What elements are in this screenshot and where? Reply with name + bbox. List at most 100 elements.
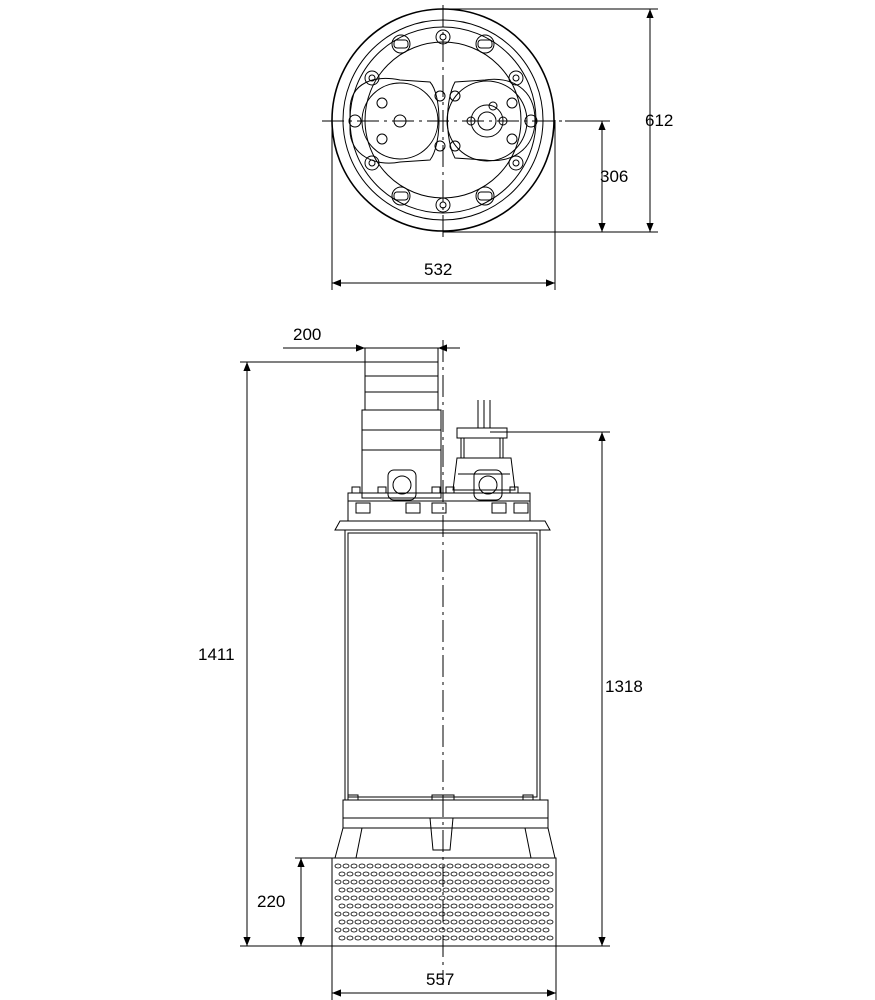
strainer-hole (447, 880, 453, 884)
strainer-hole (491, 920, 497, 924)
dim-label-outlet-width: 200 (293, 325, 322, 344)
strainer-hole (375, 928, 381, 932)
strainer-hole (379, 872, 385, 876)
strainer-hole (347, 936, 353, 940)
strainer-hole (363, 888, 369, 892)
strainer-hole (467, 888, 473, 892)
strainer-hole (439, 928, 445, 932)
strainer-hole (479, 896, 485, 900)
strainer-hole (519, 864, 525, 868)
strainer-hole (519, 928, 525, 932)
strainer-hole (471, 880, 477, 884)
strainer-hole (367, 912, 373, 916)
strainer-hole (435, 904, 441, 908)
strainer-hole (515, 888, 521, 892)
strainer-hole (391, 880, 397, 884)
strainer-hole (387, 936, 393, 940)
strainer-hole (359, 912, 365, 916)
strainer-hole (391, 896, 397, 900)
strainer-hole (467, 920, 473, 924)
strainer-hole (463, 880, 469, 884)
strainer-hole (427, 920, 433, 924)
strainer-hole (455, 864, 461, 868)
strainer-hole (531, 936, 537, 940)
strainer-hole (395, 888, 401, 892)
strainer-hole (479, 912, 485, 916)
strainer-hole (399, 912, 405, 916)
strainer-hole (427, 872, 433, 876)
strainer-hole (547, 872, 553, 876)
strainer-hole (471, 912, 477, 916)
strainer-hole (483, 888, 489, 892)
strainer-hole (527, 896, 533, 900)
strainer-hole (391, 864, 397, 868)
strainer-hole (343, 912, 349, 916)
strainer-hole (351, 864, 357, 868)
strainer-hole (535, 864, 541, 868)
strainer-hole (475, 936, 481, 940)
strainer-hole (523, 904, 529, 908)
strainer-hole (483, 920, 489, 924)
strainer-hole (415, 880, 421, 884)
strainer-hole (435, 920, 441, 924)
strainer-hole (395, 904, 401, 908)
strainer-hole (419, 904, 425, 908)
strainer-hole (395, 872, 401, 876)
strainer-hole (439, 880, 445, 884)
strainer-hole (547, 936, 553, 940)
strainer-hole (523, 920, 529, 924)
strainer-hole (523, 936, 529, 940)
strainer-hole (507, 936, 513, 940)
strainer-hole (423, 912, 429, 916)
strainer-hole (379, 936, 385, 940)
strainer-hole (343, 864, 349, 868)
strainer-hole (503, 880, 509, 884)
strainer-hole (519, 880, 525, 884)
strainer-hole (375, 896, 381, 900)
strainer-hole (343, 896, 349, 900)
strainer-hole (387, 904, 393, 908)
strainer-hole (515, 904, 521, 908)
strainer-hole (367, 896, 373, 900)
strainer-hole (467, 872, 473, 876)
strainer-hole (511, 928, 517, 932)
strainer-hole (499, 888, 505, 892)
strainer-hole (463, 896, 469, 900)
strainer-hole (463, 912, 469, 916)
strainer-hole (443, 904, 449, 908)
strainer-hole (535, 928, 541, 932)
strainer-hole (351, 912, 357, 916)
strainer-hole (419, 920, 425, 924)
strainer-hole (487, 928, 493, 932)
strainer-hole (443, 872, 449, 876)
strainer-hole (491, 936, 497, 940)
strainer-hole (415, 912, 421, 916)
strainer-hole (383, 880, 389, 884)
strainer-hole (335, 864, 341, 868)
strainer-hole (439, 896, 445, 900)
strainer-hole (423, 864, 429, 868)
strainer-hole (519, 912, 525, 916)
strainer-hole (367, 880, 373, 884)
strainer-hole (387, 872, 393, 876)
strainer-hole (395, 936, 401, 940)
strainer-hole (423, 928, 429, 932)
strainer-hole (471, 864, 477, 868)
strainer-hole (543, 864, 549, 868)
strainer-hole (367, 864, 373, 868)
strainer-hole (407, 912, 413, 916)
strainer-hole (447, 896, 453, 900)
strainer-hole (355, 888, 361, 892)
strainer-hole (427, 904, 433, 908)
strainer-hole (403, 936, 409, 940)
strainer-hole (371, 872, 377, 876)
strainer-hole (363, 904, 369, 908)
side-view (332, 340, 556, 985)
strainer-hole (519, 896, 525, 900)
strainer-hole (451, 904, 457, 908)
strainer-hole (499, 904, 505, 908)
strainer-hole (547, 888, 553, 892)
strainer-hole (363, 920, 369, 924)
strainer-hole (427, 888, 433, 892)
